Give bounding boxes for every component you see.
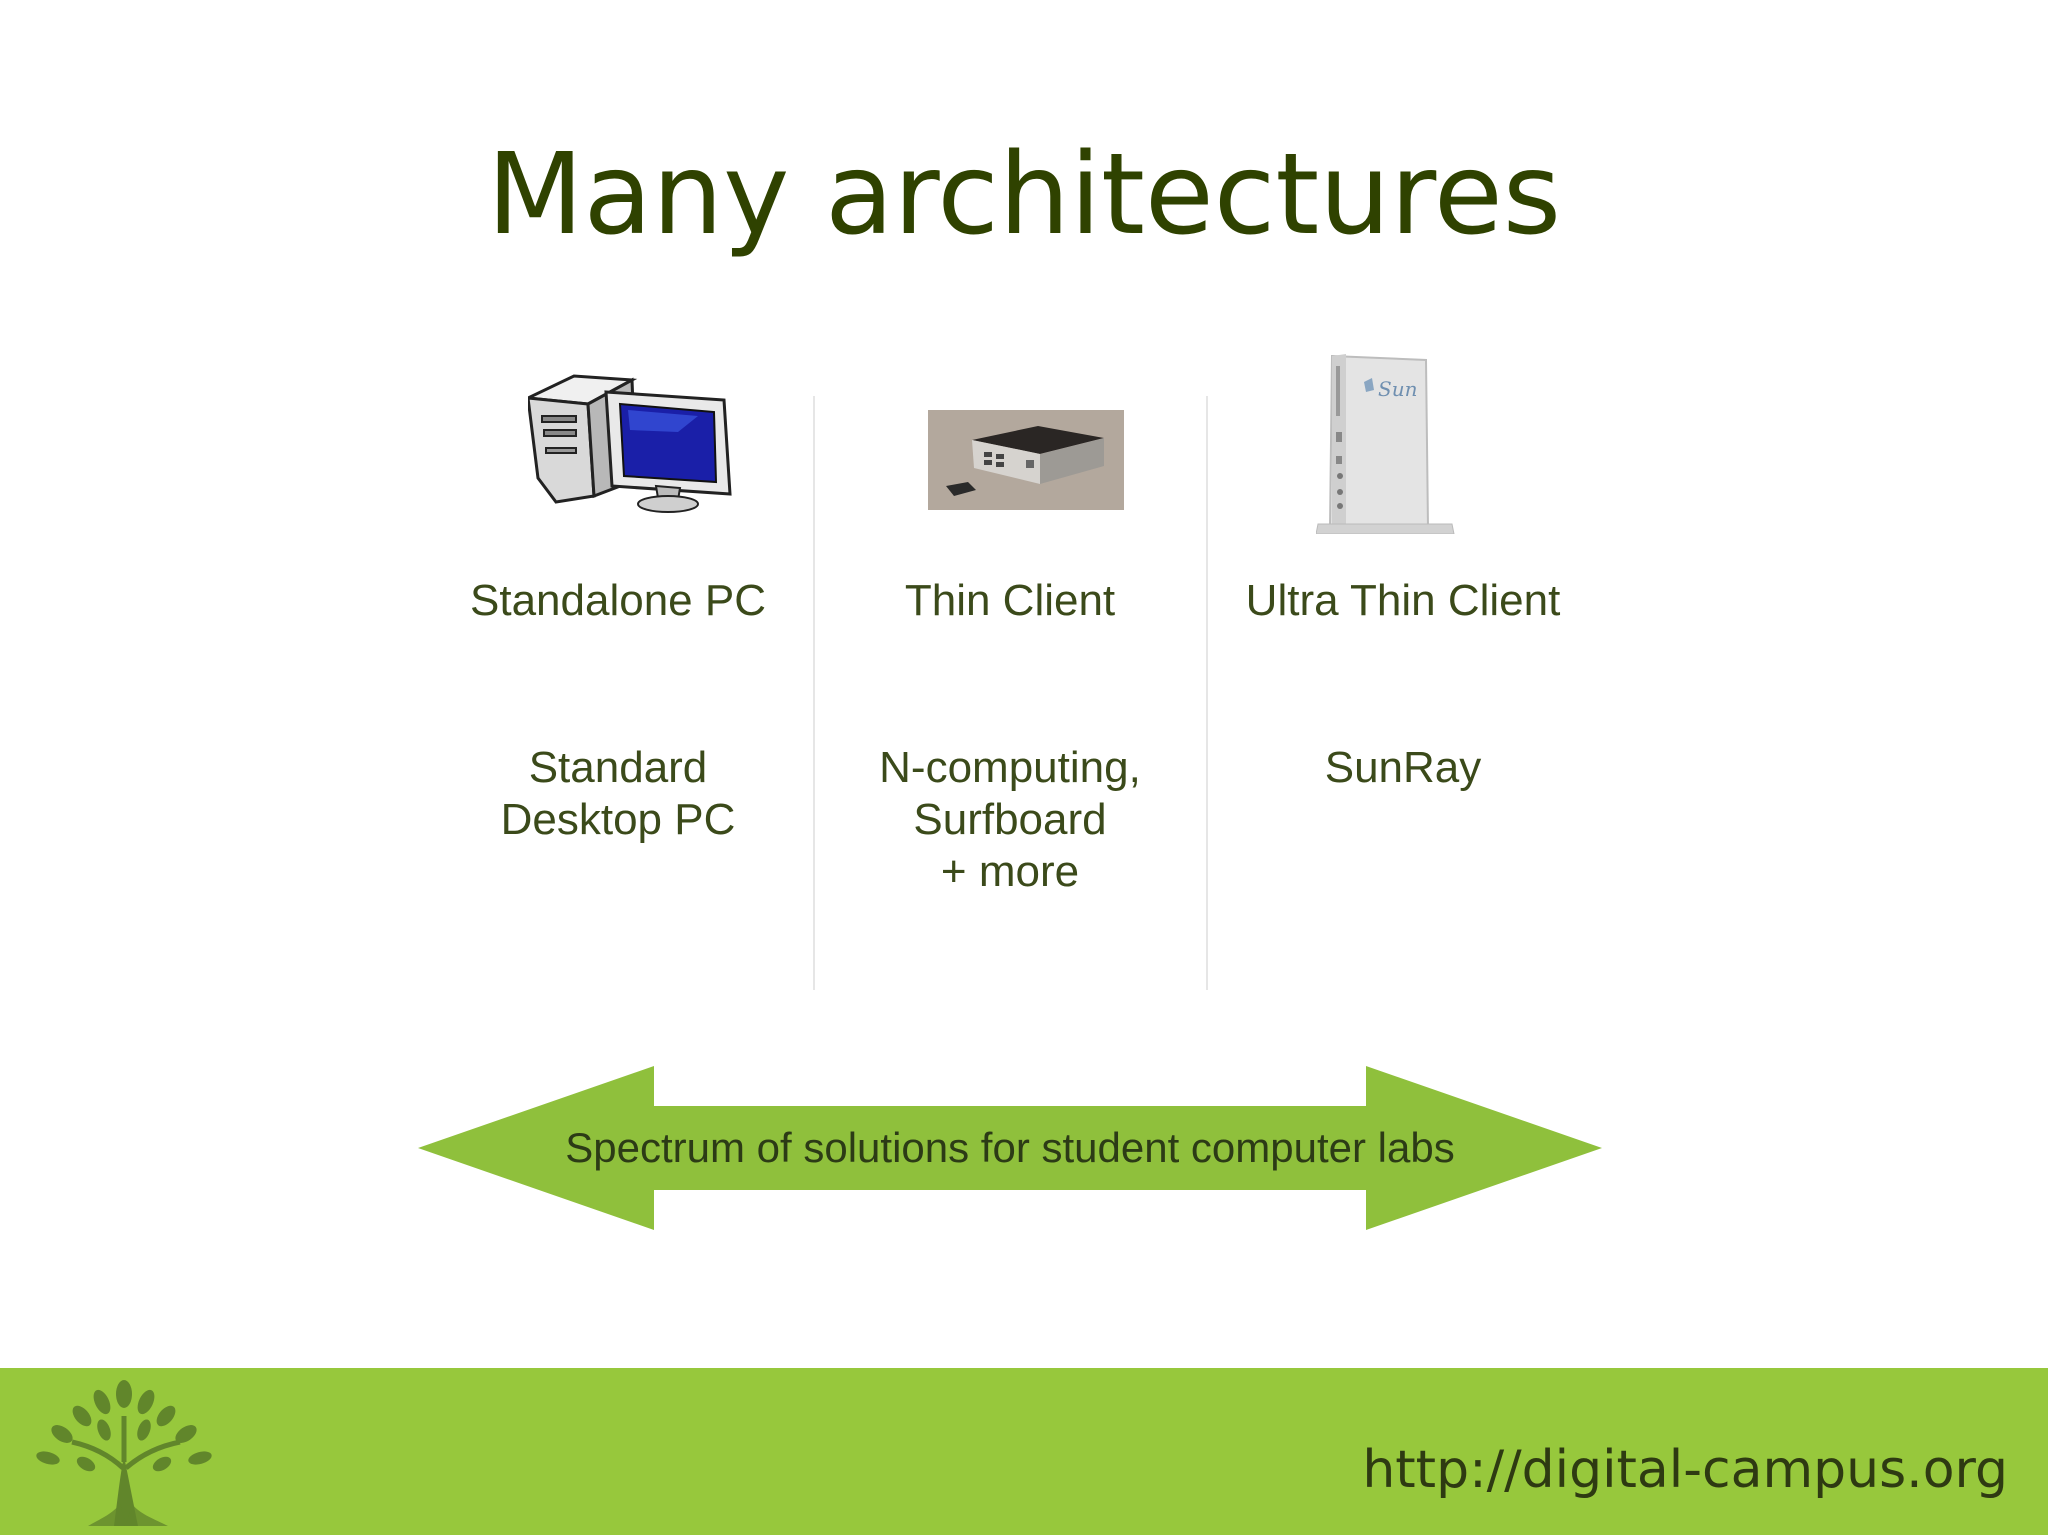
column-detail-ultra-thin-client: SunRay <box>1208 742 1598 794</box>
column-divider <box>813 396 815 990</box>
detail-line: + more <box>940 847 1080 896</box>
column-label-standalone-pc: Standalone PC <box>470 576 766 625</box>
desktop-computer-icon <box>528 374 732 513</box>
tree-logo-icon <box>36 1380 212 1526</box>
column-divider <box>1206 396 1208 990</box>
detail-line: Surfboard <box>913 795 1107 844</box>
footer-url: http://digital-campus.org <box>1362 1440 2008 1500</box>
detail-line: SunRay <box>1324 743 1482 792</box>
detail-line: Desktop PC <box>500 795 736 844</box>
thin-client-box-icon <box>928 410 1124 510</box>
column-detail-standalone-pc: Standard Desktop PC <box>423 742 813 846</box>
sunray-brand-mark: Sun <box>1378 377 1417 401</box>
spectrum-double-arrow <box>418 1066 1602 1230</box>
column-detail-thin-client: N-computing, Surfboard + more <box>815 742 1205 898</box>
column-label-ultra-thin-client: Ultra Thin Client <box>1245 576 1561 625</box>
spectrum-label: Spectrum of solutions for student comput… <box>565 1124 1455 1171</box>
sunray-terminal-icon: Sun <box>1316 354 1455 534</box>
detail-line: Standard <box>528 743 708 792</box>
slide-title: Many architectures <box>486 130 1562 260</box>
column-label-thin-client: Thin Client <box>904 576 1116 625</box>
footer-bar: http://digital-campus.org <box>0 1368 2048 1535</box>
detail-line: N-computing, <box>879 743 1141 792</box>
